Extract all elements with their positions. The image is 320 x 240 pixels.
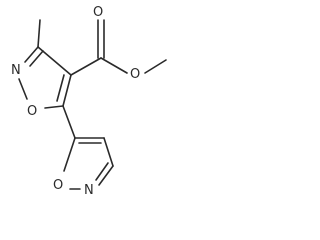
bond-carbonylc-oester	[100, 57, 128, 74]
atom-label-o-ester: O	[130, 67, 140, 82]
atom-label-n-ring2: N	[84, 183, 94, 198]
bond-methyl-c3	[37, 19, 41, 48]
bond-oester-ch3	[144, 59, 167, 74]
chemical-structure-diagram: O N O O O N	[11, 5, 167, 198]
bond-c3-n1-a	[24, 46, 39, 63]
bond-c3prime-n2-a	[98, 165, 114, 186]
bond-c5-c4-b	[56, 74, 65, 102]
atom-label-o-ring1: O	[27, 104, 37, 119]
atom-labels: O N O O O N	[11, 5, 140, 198]
atom-label-o-carbonyl: O	[93, 5, 103, 20]
bond-c4prime-c3prime	[103, 137, 114, 167]
bond-o2-c5prime	[63, 137, 76, 172]
bond-o1-c5	[44, 105, 64, 109]
atom-label-n-ring1: N	[11, 63, 21, 78]
bond-c4-c3	[37, 46, 72, 76]
bond-n1-o1	[18, 78, 28, 100]
bond-c4-carbonylc	[70, 57, 102, 76]
bond-c3-n1-b	[29, 50, 44, 67]
bond-c3prime-n2-b	[95, 162, 109, 181]
bond-c5-c5prime	[62, 105, 76, 139]
bond-c5-c4-a	[62, 74, 72, 107]
atom-label-o-ring2: O	[53, 178, 63, 193]
bond-lines	[18, 19, 167, 190]
